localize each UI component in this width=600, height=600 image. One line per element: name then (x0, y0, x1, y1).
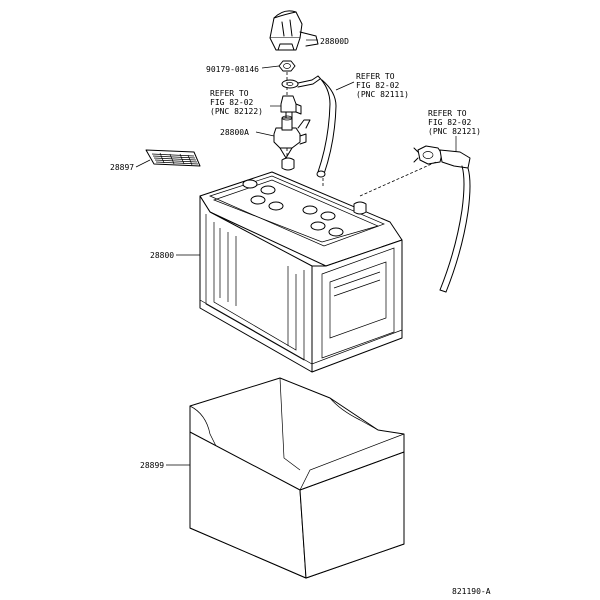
battery-part (199, 157, 403, 373)
battery-tray-part (189, 377, 405, 579)
ref-82121-line3: (PNC 82121) (428, 127, 481, 136)
label-90179-08146: 90179-08146 (206, 65, 259, 74)
label-28800D: 28800D (320, 37, 349, 46)
ref-82111-line2: FIG 82-02 (356, 81, 400, 90)
negative-cable (413, 145, 471, 293)
ref-82111-line1: REFER TO (356, 72, 395, 81)
ref-82121-line2: FIG 82-02 (428, 118, 472, 127)
label-28899: 28899 (140, 461, 164, 470)
label-28800: 28800 (150, 251, 174, 260)
ref-82111-line3: (PNC 82111) (356, 90, 409, 99)
positive-cable (281, 75, 337, 178)
label-28800A: 28800A (220, 128, 249, 137)
terminal-cover-part (269, 10, 319, 51)
small-connector-part (280, 95, 302, 119)
label-28897: 28897 (110, 163, 134, 172)
nut-part (278, 60, 296, 72)
terminal-clamp-part (273, 115, 311, 159)
ref-82122-line1: REFER TO (210, 89, 249, 98)
figure-id: 821190-A (452, 587, 491, 596)
ref-82121-line1: REFER TO (428, 109, 467, 118)
label-sheet-part (145, 149, 201, 167)
ref-82122-line2: FIG 82-02 (210, 98, 254, 107)
ref-82122-line3: (PNC 82122) (210, 107, 263, 116)
